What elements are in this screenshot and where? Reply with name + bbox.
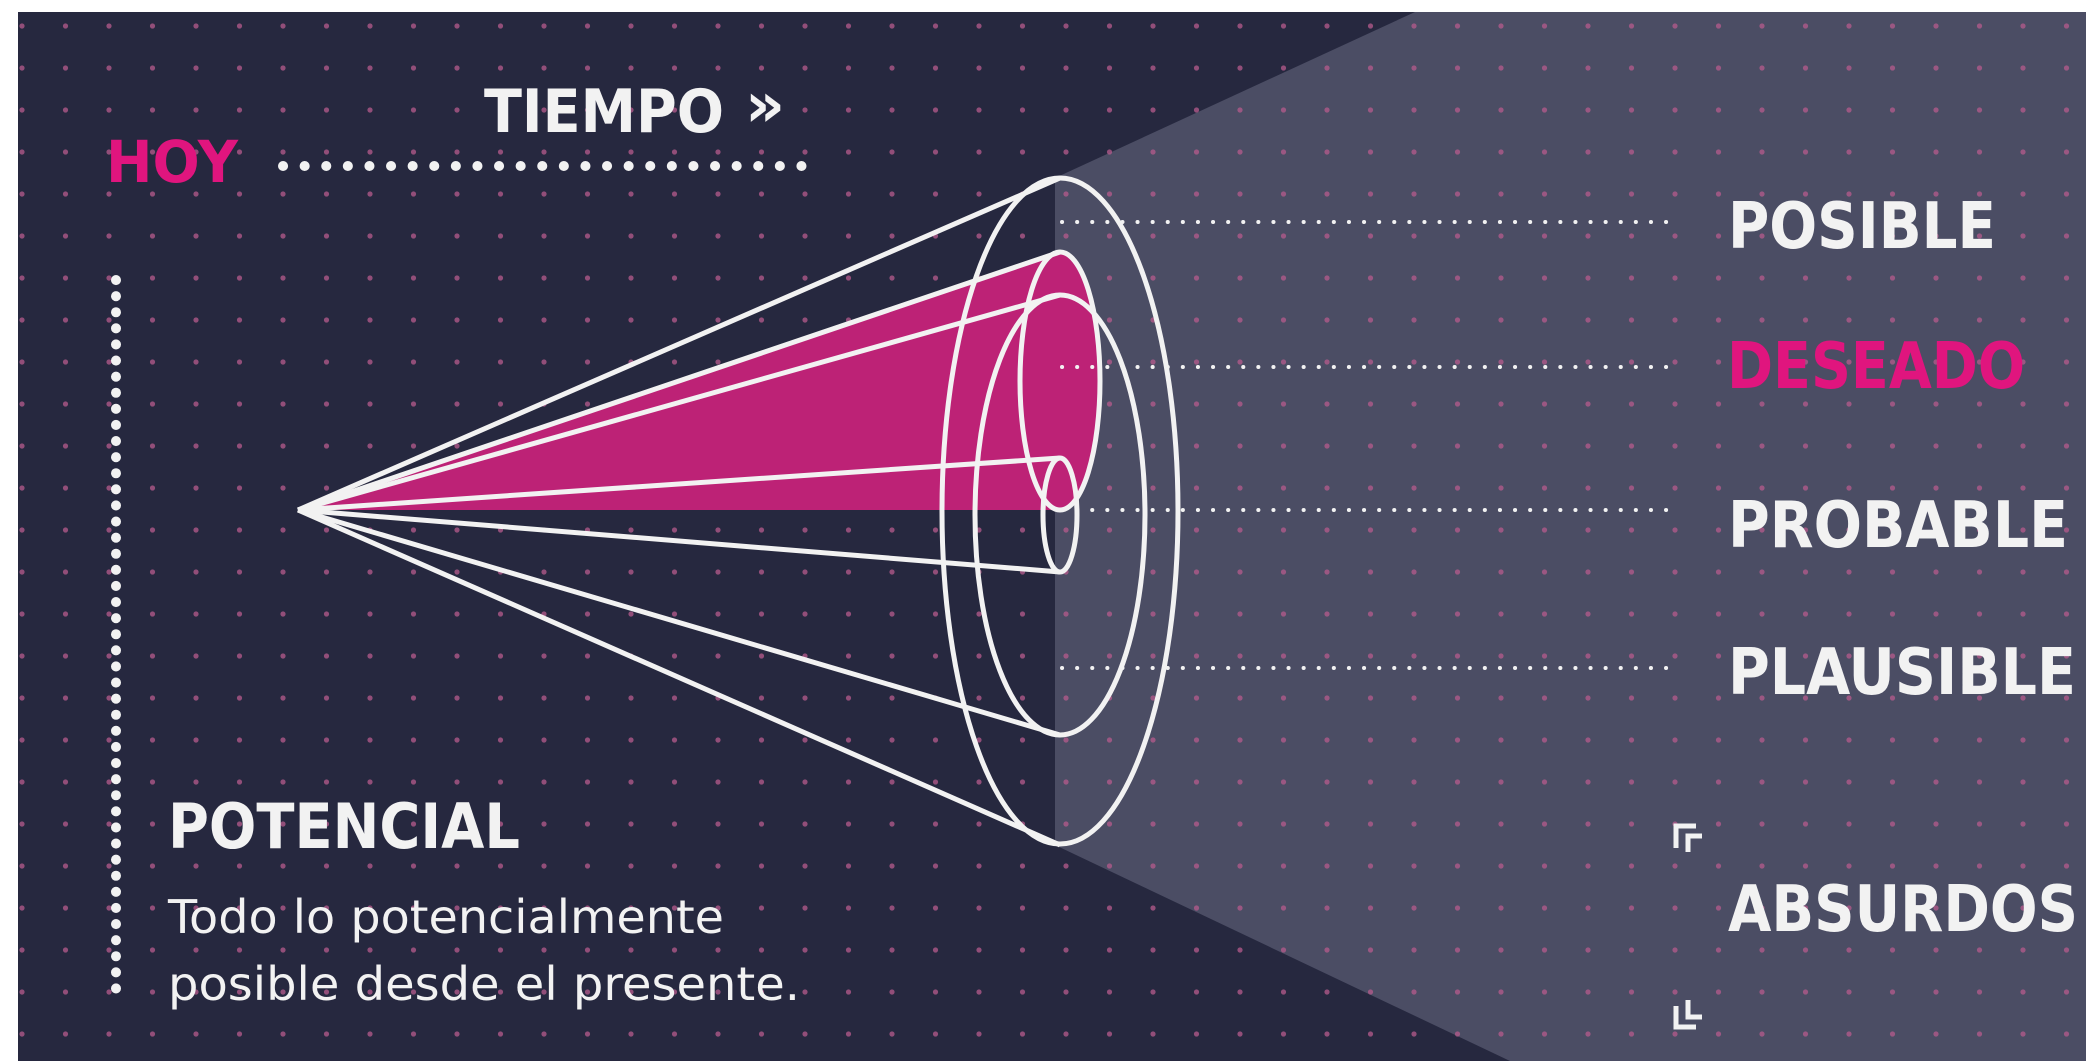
label-absurdos: ABSURDOS [1728, 873, 2078, 947]
plausible-ring [972, 292, 1148, 738]
probable-ring [1040, 455, 1080, 575]
hoy-label: HOY [106, 128, 239, 196]
corner-bracket-icon [1673, 823, 1702, 1030]
tiempo-label: TIEMPO [484, 77, 724, 147]
label-posible: POSIBLE [1728, 190, 1996, 264]
futures-cone-lines [296, 175, 1181, 848]
potencial-description-line-2: posible desde el presente. [168, 957, 800, 1011]
label-deseado: DESEADO [1727, 330, 2025, 404]
deseado-cone-end-fill [1020, 252, 1100, 510]
potencial-title: POTENCIAL [168, 790, 520, 863]
label-plausible: PLAUSIBLE [1728, 636, 2076, 710]
potencial-description-line-1: Todo lo potencialmente [167, 890, 724, 944]
posible-outer-ring [939, 175, 1181, 847]
leader-lines [1060, 220, 1672, 670]
tiempo-arrows-icon: » [745, 68, 785, 141]
label-probable: PROBABLE [1728, 489, 2068, 563]
